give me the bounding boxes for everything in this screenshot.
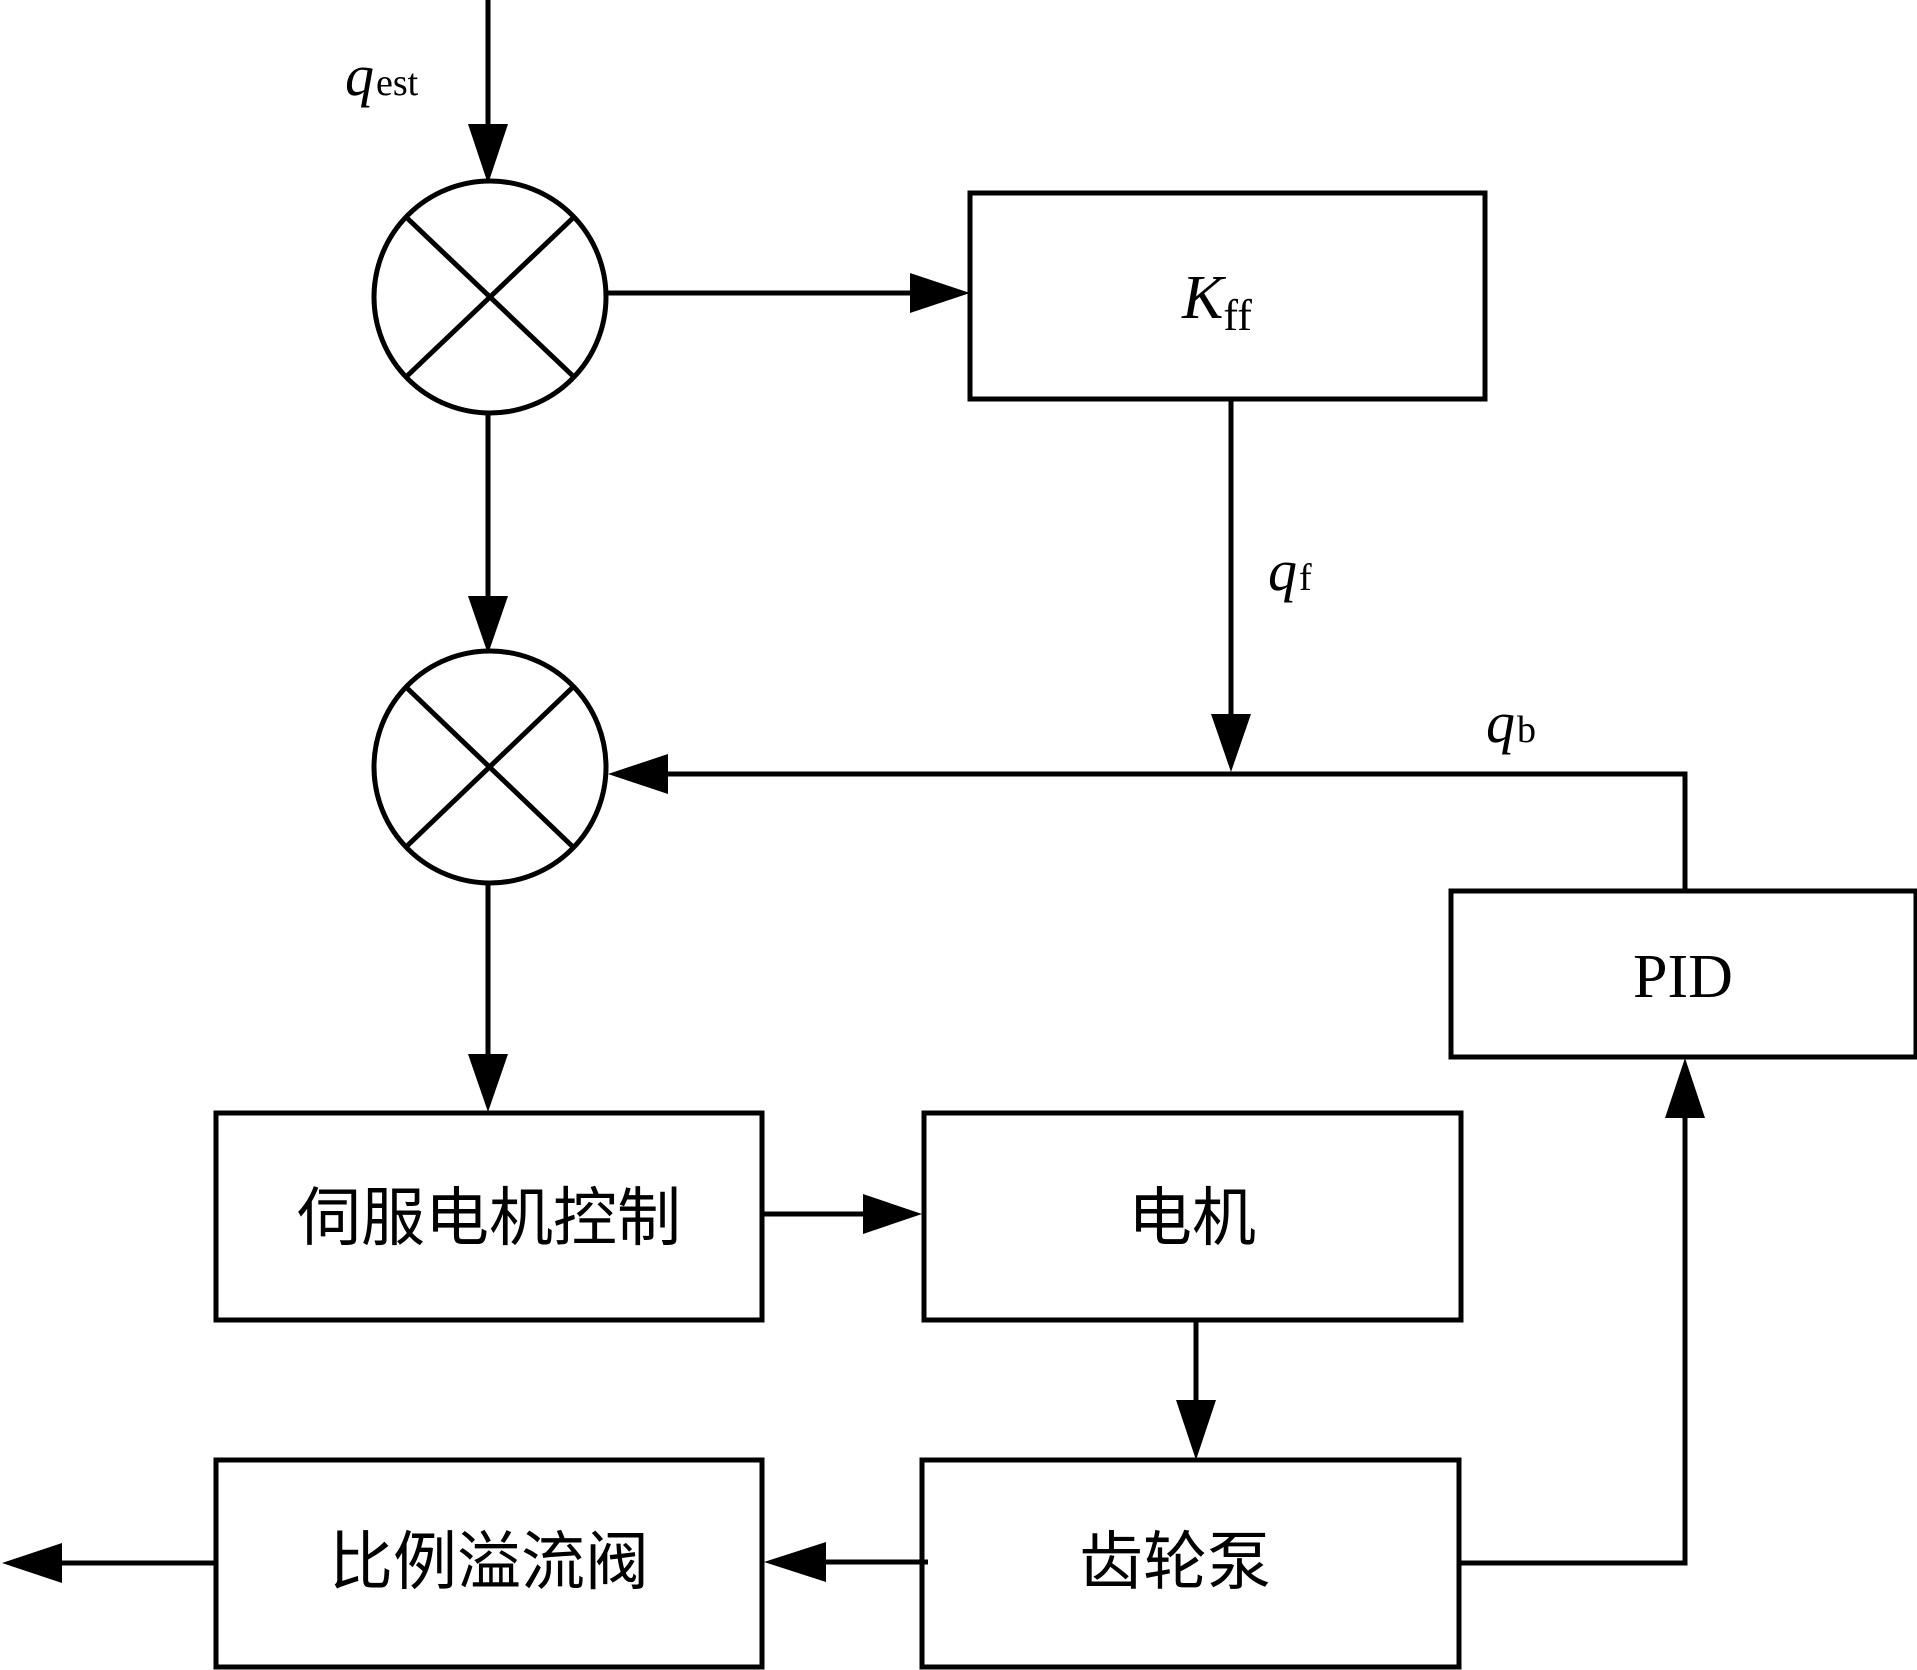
arrow-gear-pump-to-pid — [1459, 1058, 1705, 1566]
arrow-sum1-to-kff — [608, 273, 970, 313]
block-motor-label: 电机 — [1128, 1182, 1256, 1256]
arrow-kff-to-feedback-line — [1211, 399, 1251, 772]
block-servo-motor-control-label: 伺服电机控制 — [297, 1182, 681, 1256]
block-pid-label: PID — [1633, 943, 1733, 1011]
feedback-line-q-b — [608, 754, 1688, 889]
arrow-sum1-to-sum2 — [468, 413, 508, 654]
block-proportional-relief-valve-label: 比例溢流阀 — [329, 1526, 649, 1600]
block-kff-label: Kff — [1181, 264, 1252, 340]
input-q-est-arrow — [468, 0, 508, 184]
block-gear-pump-label: 齿轮泵 — [1079, 1526, 1271, 1600]
block-gear-pump: 齿轮泵 — [919, 1457, 1462, 1670]
block-kff: Kff — [967, 190, 1488, 402]
signal-label-q-b: qb — [1486, 690, 1536, 755]
summing-junction-1 — [371, 178, 609, 416]
block-pid: PID — [1448, 888, 1917, 1060]
block-proportional-relief-valve: 比例溢流阀 — [213, 1457, 765, 1670]
summing-junction-2 — [371, 648, 609, 886]
output-arrow — [2, 1543, 216, 1583]
arrow-motor-to-gear-pump — [1176, 1320, 1216, 1460]
signal-label-q-est: qest — [345, 43, 419, 108]
arrow-servo-control-to-motor — [762, 1194, 922, 1234]
arrow-gear-pump-to-relief-valve — [764, 1542, 928, 1582]
block-servo-motor-control: 伺服电机控制 — [213, 1110, 765, 1323]
signal-label-q-f: qf — [1268, 538, 1312, 603]
arrow-sum2-to-servo-control — [468, 883, 508, 1112]
block-motor: 电机 — [921, 1110, 1464, 1323]
